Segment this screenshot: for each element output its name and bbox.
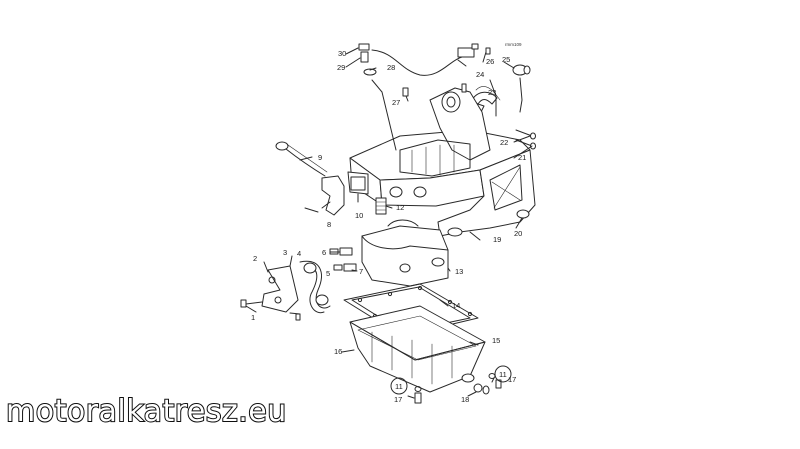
callout-14: 14 bbox=[452, 301, 460, 310]
oil-tank-assembly bbox=[349, 83, 536, 237]
callout-27: 27 bbox=[392, 98, 400, 107]
mount-bracket bbox=[304, 171, 369, 216]
highlight-rings bbox=[390, 365, 512, 395]
callout-12: 12 bbox=[396, 203, 404, 212]
callout-7: 7 bbox=[359, 267, 363, 276]
callout-13: 13 bbox=[455, 267, 463, 276]
callout-25: 25 bbox=[502, 55, 510, 64]
figure-id: rmm109 bbox=[505, 42, 522, 47]
callout-17-left: 17 bbox=[394, 395, 402, 404]
callout-21: 21 bbox=[518, 153, 526, 162]
callout-11-left: 11 bbox=[395, 382, 403, 391]
sensor-harness bbox=[358, 43, 479, 76]
callout-11-right: 11 bbox=[499, 370, 507, 379]
site-watermark: motoralkatresz.eu bbox=[5, 393, 287, 430]
highlight-ring-right bbox=[494, 365, 512, 383]
callout-20: 20 bbox=[514, 229, 522, 238]
oil-reservoir bbox=[361, 219, 449, 287]
callout-17-right: 17 bbox=[508, 375, 516, 384]
callout-18: 18 bbox=[461, 395, 469, 404]
oil-pan bbox=[341, 305, 486, 393]
breather-hose bbox=[469, 47, 531, 123]
callout-24: 24 bbox=[476, 70, 484, 79]
callout-labels: 1 2 3 4 5 6 7 8 9 10 11 12 13 14 15 16 1… bbox=[251, 49, 526, 404]
callout-26: 26 bbox=[486, 57, 494, 66]
highlight-ring-left bbox=[390, 377, 408, 395]
callout-2: 2 bbox=[253, 254, 257, 263]
oil-lines bbox=[240, 247, 357, 321]
drain-plugs bbox=[414, 373, 502, 404]
callout-28: 28 bbox=[387, 63, 395, 72]
callout-15: 15 bbox=[492, 336, 500, 345]
callout-6: 6 bbox=[322, 248, 326, 257]
callout-3: 3 bbox=[283, 248, 287, 257]
callout-4: 4 bbox=[297, 249, 301, 258]
dipstick bbox=[275, 141, 328, 177]
callout-19: 19 bbox=[493, 235, 501, 244]
callout-1: 1 bbox=[251, 313, 255, 322]
callout-9: 9 bbox=[318, 153, 322, 162]
callout-16: 16 bbox=[334, 347, 342, 356]
leader-lines bbox=[245, 47, 533, 399]
callout-10: 10 bbox=[355, 211, 363, 220]
callout-22: 22 bbox=[500, 138, 508, 147]
callout-8: 8 bbox=[327, 220, 331, 229]
callout-5: 5 bbox=[326, 269, 330, 278]
callout-23: 23 bbox=[488, 88, 496, 97]
callout-30: 30 bbox=[338, 49, 346, 58]
filter-element bbox=[375, 197, 387, 215]
callout-29: 29 bbox=[337, 63, 345, 72]
